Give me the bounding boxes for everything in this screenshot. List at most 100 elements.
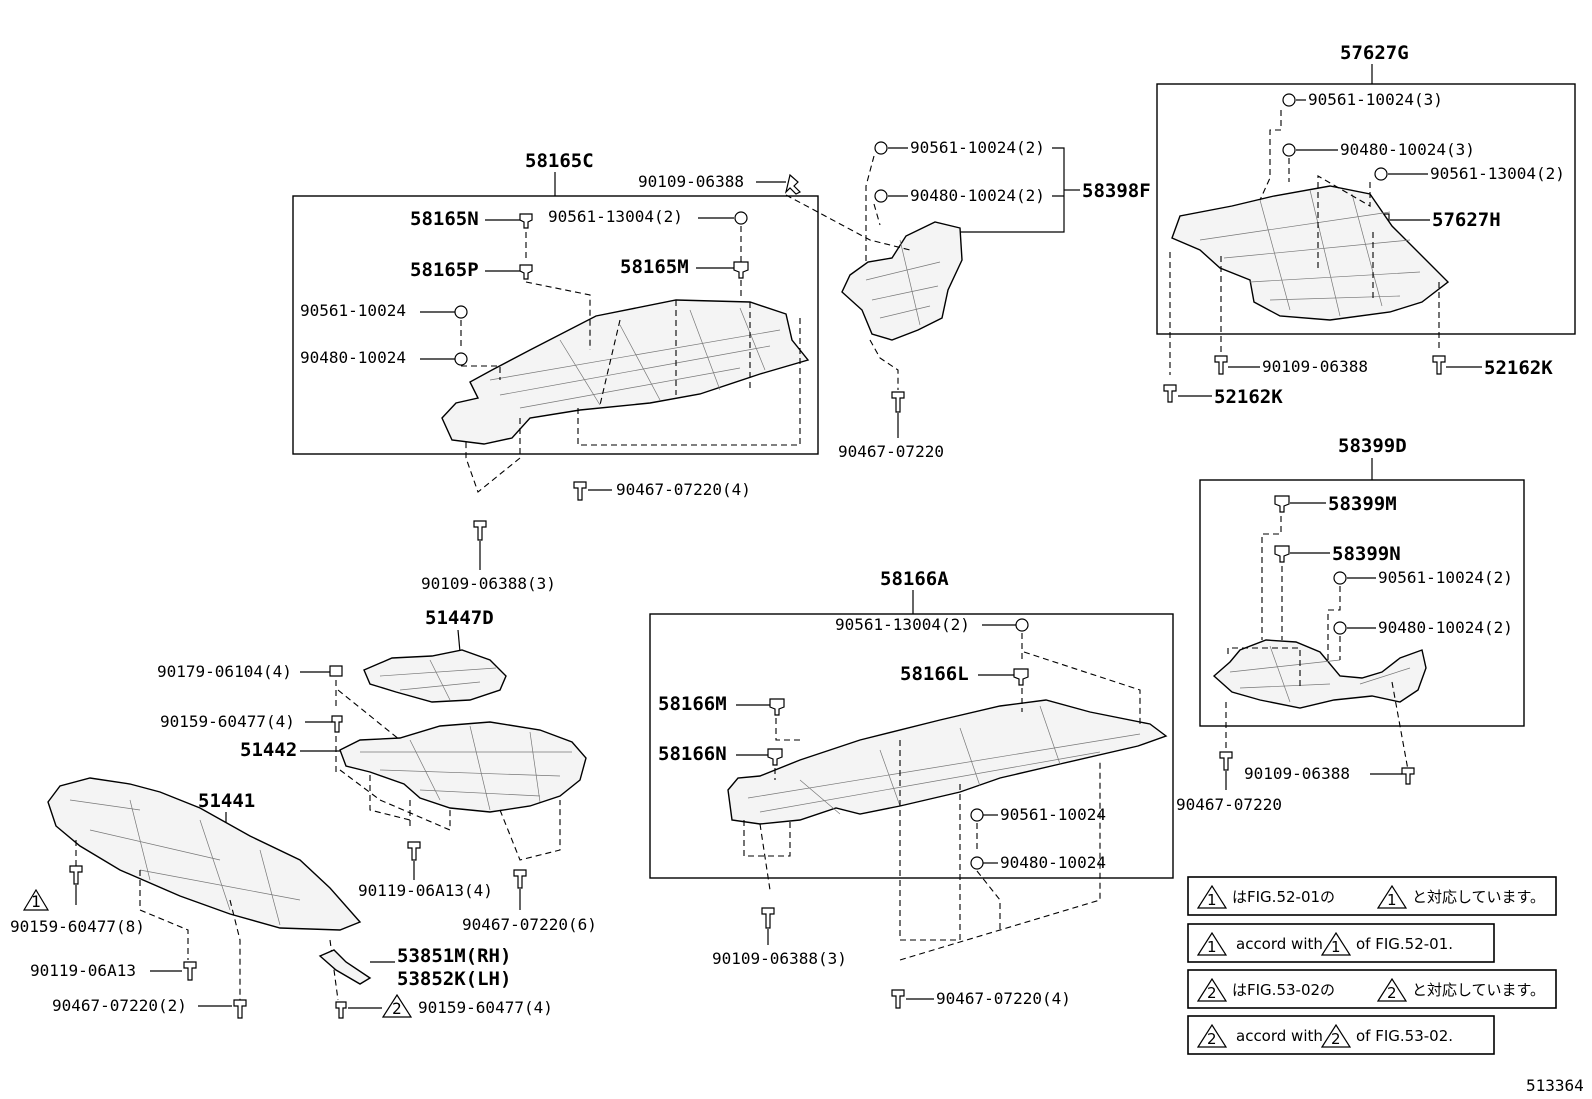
label-58165c[interactable]: 58165C [525, 150, 594, 172]
label-90467-07220-4-a[interactable]: 90467-07220(4) [936, 989, 1071, 1008]
label-90467-07220-d[interactable]: 90467-07220 [1176, 795, 1282, 814]
svg-text:2: 2 [1207, 984, 1217, 1002]
label-52162k-right[interactable]: 52162K [1484, 357, 1553, 379]
label-90561-10024-3[interactable]: 90561-10024(3) [1308, 90, 1443, 109]
clip-icon [519, 213, 533, 229]
label-90159-60477-4[interactable]: 90159-60477(4) [160, 712, 295, 731]
nut-icon [1282, 93, 1296, 107]
svg-text:2: 2 [1387, 984, 1397, 1002]
label-90109-06388-3-a[interactable]: 90109-06388(3) [712, 949, 847, 968]
nut-icon [329, 665, 343, 677]
label-58166m[interactable]: 58166M [658, 693, 727, 715]
label-57627g[interactable]: 57627G [1340, 42, 1409, 64]
label-90467-07220-58398f[interactable]: 90467-07220 [838, 442, 944, 461]
bracket-53851m [318, 949, 372, 985]
bolt-icon [891, 989, 905, 1009]
nut-icon [1015, 618, 1029, 632]
label-90109-06388-57627g[interactable]: 90109-06388 [1262, 357, 1368, 376]
label-90561-10024-2[interactable]: 90561-10024(2) [910, 138, 1045, 157]
label-58166n[interactable]: 58166N [658, 743, 727, 765]
label-58166a[interactable]: 58166A [880, 568, 949, 590]
label-90561-13004-2-a[interactable]: 90561-13004(2) [835, 615, 970, 634]
nut-icon [874, 189, 888, 203]
note-4: 2 accord with 2 of FIG.53-02. [1187, 1015, 1495, 1055]
nut-icon [1333, 571, 1347, 585]
ref-triangle-2 [381, 993, 413, 1018]
panel-51441 [47, 777, 362, 931]
label-90119-06a13-4[interactable]: 90119-06A13(4) [358, 881, 493, 900]
note-text: of FIG.52-01. [1356, 935, 1453, 953]
label-90480-10024-3[interactable]: 90480-10024(3) [1340, 140, 1475, 159]
bolt-icon [573, 481, 587, 501]
nut-icon [454, 352, 468, 366]
label-90561-13004-2-b[interactable]: 90561-13004(2) [1430, 164, 1565, 183]
box-58166a [649, 613, 1174, 879]
svg-text:1: 1 [1207, 938, 1217, 956]
label-53852k-lh[interactable]: 53852K(LH) [397, 968, 511, 990]
screw-icon [331, 715, 343, 733]
label-90109-06388-d[interactable]: 90109-06388 [1244, 764, 1350, 783]
label-58398f[interactable]: 58398F [1082, 180, 1151, 202]
label-51447d[interactable]: 51447D [425, 607, 494, 629]
group-58399d: 58399D 58399M 58399N 90561-10024(2) 9048… [1176, 435, 1525, 814]
screw-icon [69, 865, 83, 885]
screw-icon [335, 1001, 347, 1019]
clip-icon [767, 748, 783, 766]
label-90561-13004[interactable]: 90561-13004(2) [548, 207, 683, 226]
note-2: 1 accord with 1 of FIG.52-01. [1187, 923, 1495, 963]
triangle-num: 2 [392, 999, 402, 1018]
label-90467-07220-6[interactable]: 90467-07220(6) [462, 915, 597, 934]
label-90561-10024-a[interactable]: 90561-10024 [1000, 805, 1106, 824]
label-51442[interactable]: 51442 [240, 739, 297, 761]
label-90159-60477-8[interactable]: 90159-60477(8) [10, 917, 145, 936]
label-90561-10024-2-d[interactable]: 90561-10024(2) [1378, 568, 1513, 587]
panel-58398f [841, 221, 963, 341]
bolt-icon [1219, 751, 1233, 771]
nut-icon [1374, 167, 1388, 181]
nut-icon [1333, 621, 1347, 635]
panel-51442 [339, 721, 587, 813]
label-53851m-rh[interactable]: 53851M(RH) [397, 945, 511, 967]
label-58165n[interactable]: 58165N [410, 208, 479, 230]
label-90159-60477-4-b[interactable]: 90159-60477(4) [418, 998, 553, 1017]
clip-icon [769, 698, 785, 716]
nut-icon [970, 856, 984, 870]
label-90480-10024-a[interactable]: 90480-10024 [1000, 853, 1106, 872]
svg-text:2: 2 [1331, 1030, 1341, 1048]
panel-58166a [727, 699, 1168, 825]
label-90480-10024-2-d[interactable]: 90480-10024(2) [1378, 618, 1513, 637]
label-51441[interactable]: 51441 [198, 790, 255, 812]
label-57627h[interactable]: 57627H [1432, 209, 1501, 231]
note-text: と対応しています。 [1412, 888, 1545, 906]
ref-triangle-1 [22, 888, 50, 911]
label-58399m[interactable]: 58399M [1328, 493, 1397, 515]
note-text: と対応しています。 [1412, 981, 1545, 999]
svg-text:2: 2 [1207, 1030, 1217, 1048]
label-90467-07220-4[interactable]: 90467-07220(4) [616, 480, 751, 499]
label-58166l[interactable]: 58166L [900, 663, 969, 685]
note-1: 1 はFIG.52-01の 1 と対応しています。 [1187, 876, 1557, 916]
bolt-icon [761, 907, 775, 929]
label-90467-07220-2[interactable]: 90467-07220(2) [52, 996, 187, 1015]
svg-text:1: 1 [1387, 891, 1397, 909]
label-90119-06a13[interactable]: 90119-06A13 [30, 961, 136, 980]
label-58399d[interactable]: 58399D [1338, 435, 1407, 457]
group-front: 51447D 90179-06104(4) 90159-60477(4) 514… [10, 607, 597, 1019]
box-58399d [1199, 479, 1525, 727]
label-58165p[interactable]: 58165P [410, 259, 479, 281]
label-90109-06388-top[interactable]: 90109-06388 [638, 172, 744, 191]
label-90480-10024[interactable]: 90480-10024 [300, 348, 406, 367]
label-58165m[interactable]: 58165M [620, 256, 689, 278]
clip-icon [1274, 545, 1290, 563]
clip-icon [1013, 668, 1029, 686]
group-57627g: 57627G 90561-10024(3) 90480-10024(3) 905… [1156, 42, 1576, 408]
label-90109-06388-3[interactable]: 90109-06388(3) [421, 574, 556, 593]
label-90179-06104-4[interactable]: 90179-06104(4) [157, 662, 292, 681]
bolt-icon [473, 520, 487, 541]
label-52162k-left[interactable]: 52162K [1214, 386, 1283, 408]
nut-icon [874, 141, 888, 155]
label-90561-10024[interactable]: 90561-10024 [300, 301, 406, 320]
label-58399n[interactable]: 58399N [1332, 543, 1401, 565]
note-3: 2 はFIG.53-02の 2 と対応しています。 [1187, 969, 1557, 1009]
label-90480-10024-2[interactable]: 90480-10024(2) [910, 186, 1045, 205]
